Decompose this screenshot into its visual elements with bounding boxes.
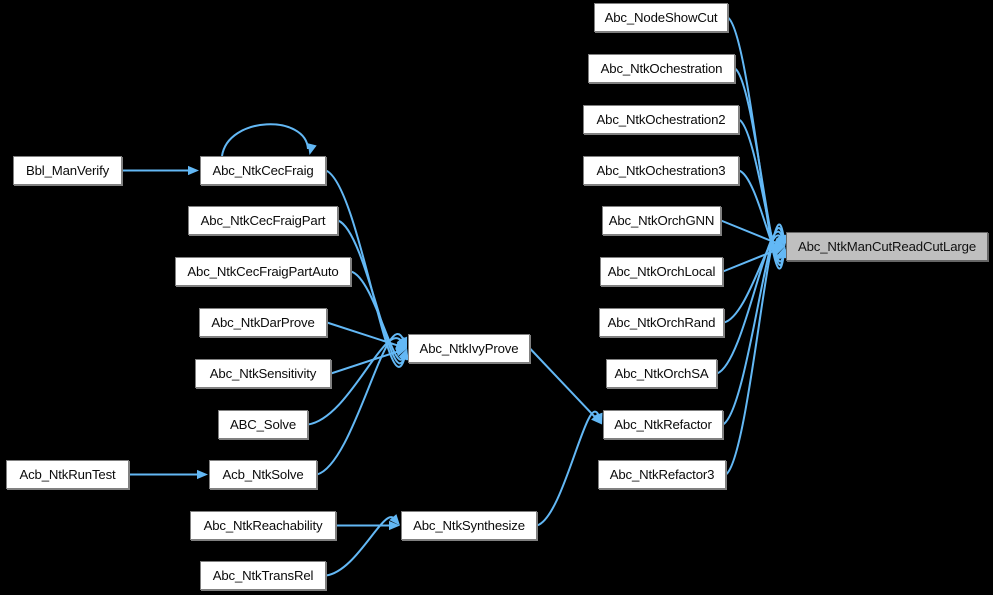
graph-edge-abc_ntksensitivity-to-abc_ntkivyprove-arrowhead <box>395 347 407 357</box>
graph-node-label: Abc_NtkSensitivity <box>209 365 317 381</box>
graph-edge-abc_ntkrefactor3-to-abc_ntkmancutreadcutlarge-arrowhead <box>778 234 788 247</box>
graph-node-abc_ntkochestration[interactable]: Abc_NtkOchestration <box>588 54 735 83</box>
graph-edge-acb_ntkruntest-to-acb_ntksolve-arrowhead <box>197 469 208 480</box>
graph-node-label: Abc_NtkReachability <box>203 517 323 533</box>
graph-edge-abc_ntkdarprove-to-abc_ntkivyprove <box>326 321 399 347</box>
graph-node-label: Abc_NtkRefactor3 <box>609 466 715 482</box>
graph-node-abc_ntkcecfraigpartauto[interactable]: Abc_NtkCecFraigPartAuto <box>175 257 351 286</box>
graph-node-label: Abc_NtkOrchRand <box>607 314 716 330</box>
graph-node-label: Abc_NodeShowCut <box>604 9 718 25</box>
graph-edge-abc_ntkorchlocal-to-abc_ntkmancutreadcutlarge-arrowhead <box>773 246 785 255</box>
graph-node-label: Abc_NtkOchestration3 <box>596 162 726 178</box>
graph-node-abc_ntkcecfraigpart[interactable]: Abc_NtkCecFraigPart <box>188 206 338 235</box>
graph-node-abc_ntkivyprove[interactable]: Abc_NtkIvyProve <box>408 334 530 363</box>
graph-node-abc_ntkorchrand[interactable]: Abc_NtkOrchRand <box>599 308 724 337</box>
graph-node-abc_solve[interactable]: ABC_Solve <box>218 410 308 439</box>
graph-edge-abc_ntkochestration3-to-abc_ntkmancutreadcutlarge-arrowhead <box>777 246 786 259</box>
graph-node-label: Acb_NtkSolve <box>222 466 304 482</box>
graph-node-label: Acb_NtkRunTest <box>19 466 116 482</box>
graph-node-label: Abc_NtkCecFraigPartAuto <box>187 263 339 279</box>
graph-node-abc_ntkorchlocal[interactable]: Abc_NtkOrchLocal <box>600 257 723 286</box>
graph-edge-abc_ntkcecfraigpartauto-to-abc_ntkivyprove-arrowhead <box>398 348 407 361</box>
graph-node-label: Abc_NtkOrchSA <box>614 365 709 381</box>
graph-edge-abc_ntkreachability-to-abc_ntksynthesize-arrowhead <box>389 520 400 531</box>
graph-node-abc_ntksynthesize[interactable]: Abc_NtkSynthesize <box>401 511 537 540</box>
graph-edge-abc_ntkivyprove-to-abc_ntkrefactor <box>529 347 597 419</box>
graph-edge-abc_ntkrefactor3-to-abc_ntkmancutreadcutlarge <box>725 223 785 476</box>
graph-edge-abc_ntkorchrand-to-abc_ntkmancutreadcutlarge <box>723 234 783 324</box>
graph-edge-acb_ntksolve-to-abc_ntkivyprove <box>316 333 405 476</box>
graph-edge-abc_ntkcecfraigpartauto-to-abc_ntkivyprove <box>350 270 405 361</box>
graph-edge-abc_solve-to-abc_ntkivyprove <box>307 337 403 426</box>
graph-edge-abc_ntkivyprove-to-abc_ntkrefactor-arrowhead <box>591 413 602 425</box>
graph-node-abc_ntkdarprove[interactable]: Abc_NtkDarProve <box>199 308 327 337</box>
graph-node-abc_ntkreachability[interactable]: Abc_NtkReachability <box>190 511 336 540</box>
graph-node-abc_ntktransrel[interactable]: Abc_NtkTransRel <box>200 561 326 590</box>
graph-edge-abc_ntkochestration3-to-abc_ntkmancutreadcutlarge <box>738 169 783 259</box>
graph-node-label: Abc_NtkCecFraig <box>212 162 314 178</box>
graph-node-label: Abc_NtkIvyProve <box>419 340 519 356</box>
graph-node-label: Abc_NtkDarProve <box>211 314 315 330</box>
graph-node-label: ABC_Solve <box>229 416 297 432</box>
graph-edge-abc_ntkochestration2-to-abc_ntkmancutreadcutlarge <box>738 118 785 263</box>
graph-node-abc_ntksensitivity[interactable]: Abc_NtkSensitivity <box>195 359 331 388</box>
graph-node-abc_ntkorchgnn[interactable]: Abc_NtkOrchGNN <box>602 206 721 235</box>
graph-node-label: Abc_NtkManCutReadCutLarge <box>797 238 977 254</box>
graph-edge-abc_ntktransrel-to-abc_ntksynthesize <box>325 516 395 577</box>
graph-node-label: Abc_NtkOchestration <box>600 60 723 76</box>
graph-node-bbl_manverify[interactable]: Bbl_ManVerify <box>13 156 122 185</box>
graph-node-label: Abc_NtkOrchLocal <box>607 263 716 279</box>
graph-edge-abc_ntkcecfraig-to-abc_ntkcecfraig <box>221 123 309 157</box>
graph-edge-abc_ntkorchsa-to-abc_ntkmancutreadcutlarge <box>716 230 784 375</box>
graph-node-label: Abc_NtkSynthesize <box>413 517 525 533</box>
graph-node-abc_ntkorchsa[interactable]: Abc_NtkOrchSA <box>606 359 717 388</box>
graph-node-label: Abc_NtkTransRel <box>212 567 314 583</box>
graph-edge-abc_ntkorchlocal-to-abc_ntkmancutreadcutlarge <box>722 248 778 273</box>
graph-edge-abc_ntksynthesize-to-abc_ntkrefactor <box>536 410 600 527</box>
graph-node-abc_ntkrefactor[interactable]: Abc_NtkRefactor <box>603 410 723 439</box>
graph-edge-abc_ntkcecfraig-to-abc_ntkcecfraig-arrowhead <box>307 143 317 155</box>
graph-edge-bbl_manverify-to-abc_ntkcecfraig-arrowhead <box>188 165 199 176</box>
graph-node-abc_ntkochestration2[interactable]: Abc_NtkOchestration2 <box>583 105 739 134</box>
graph-edge-abc_ntksynthesize-to-abc_ntkrefactor-arrowhead <box>593 412 603 425</box>
graph-edge-abc_ntkcecfraigpart-to-abc_ntkivyprove <box>337 219 406 365</box>
graph-edge-abc_ntkochestration-to-abc_ntkmancutreadcutlarge <box>734 67 785 267</box>
graph-node-acb_ntksolve[interactable]: Acb_NtkSolve <box>209 460 317 489</box>
graph-edge-abc_ntktransrel-to-abc_ntksynthesize-arrowhead <box>389 514 400 526</box>
graph-node-abc_ntkcecfraig[interactable]: Abc_NtkCecFraig <box>200 156 326 185</box>
graph-node-abc_ntkmancutreadcutlarge[interactable]: Abc_NtkManCutReadCutLarge <box>786 232 988 261</box>
graph-node-abc_nodeshowcut[interactable]: Abc_NodeShowCut <box>594 3 728 32</box>
graph-node-acb_ntkruntest[interactable]: Acb_NtkRunTest <box>6 460 129 489</box>
graph-node-abc_ntkrefactor3[interactable]: Abc_NtkRefactor3 <box>598 460 726 489</box>
graph-node-label: Abc_NtkOchestration2 <box>596 111 726 127</box>
graph-node-label: Abc_NtkCecFraigPart <box>200 212 326 228</box>
graph-node-label: Abc_NtkRefactor <box>614 416 712 432</box>
graph-node-label: Bbl_ManVerify <box>25 162 110 178</box>
graph-edge-abc_ntksensitivity-to-abc_ntkivyprove <box>330 350 399 375</box>
graph-node-label: Abc_NtkOrchGNN <box>608 212 715 228</box>
graph-node-abc_ntkochestration3[interactable]: Abc_NtkOchestration3 <box>583 156 739 185</box>
graph-edge-acb_ntksolve-to-abc_ntkivyprove-arrowhead <box>398 336 408 349</box>
graph-edge-abc_ntkorchgnn-to-abc_ntkmancutreadcutlarge-arrowhead <box>773 238 785 247</box>
graph-edge-abc_ntkorchgnn-to-abc_ntkmancutreadcutlarge <box>720 219 778 245</box>
graph-edge-abc_ntkrefactor-to-abc_ntkmancutreadcutlarge <box>722 227 785 426</box>
